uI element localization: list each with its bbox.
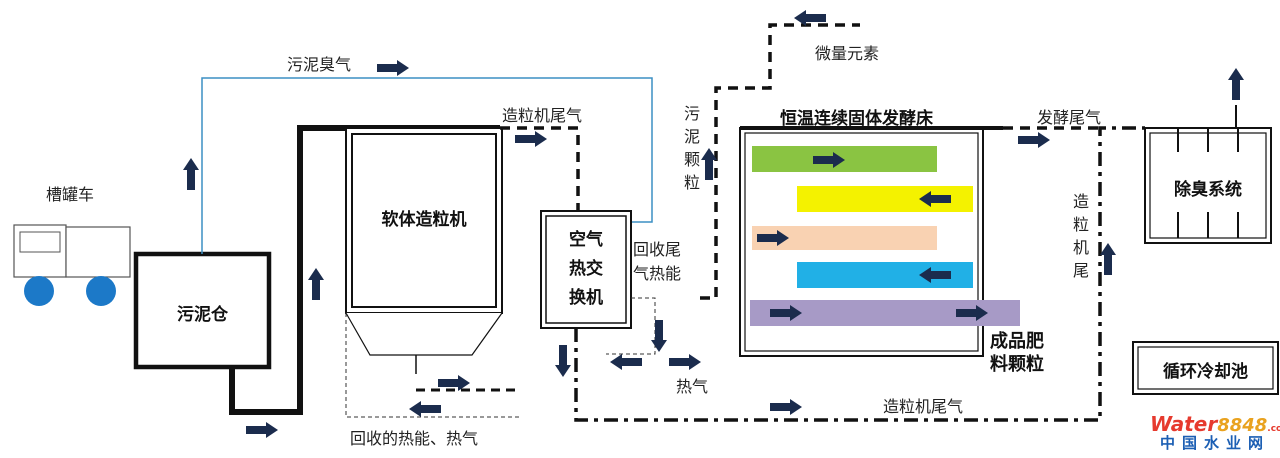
- label-recovered-heat: 回收的热能、热气: [350, 429, 479, 448]
- deodorization-system-box: [1144, 127, 1272, 244]
- arrow-left-recovery: [409, 401, 441, 417]
- micro-elements-dashed-line: [700, 23, 860, 300]
- label-fertilizer-line1: 成品肥: [990, 331, 1044, 352]
- arrow-down-hot: [651, 320, 667, 352]
- bar-green: [752, 146, 937, 172]
- soft-granulator-box: [345, 127, 503, 374]
- label-recover-line2: 气热能: [633, 264, 682, 283]
- sludge-bin-box: [133, 251, 272, 370]
- arrow-up-odor: [183, 158, 199, 190]
- watermark-number: 8848: [1217, 415, 1268, 436]
- label-air-heat-exchanger: 空气 热交 换机: [546, 226, 626, 313]
- label-sludge-bin: 污泥仓: [177, 305, 228, 325]
- label-fermentation-bed: 恒温连续固体发酵床: [780, 109, 933, 129]
- label-soft-granulator: 软体造粒机: [381, 210, 467, 230]
- arrow-right-hot: [669, 354, 701, 370]
- label-recover-exhaust-heat: 回收尾 气热能: [633, 238, 681, 286]
- label-granulator-tail-vertical: 造粒机尾: [1072, 192, 1089, 280]
- air-heat-exchanger-box: [540, 210, 632, 329]
- label-granulator-exhaust-bottom: 造粒机尾气: [883, 397, 964, 416]
- label-tanker-truck: 槽罐车: [46, 185, 95, 204]
- label-exchanger-line1: 空气: [569, 230, 603, 250]
- arrow-right-odor: [377, 60, 409, 76]
- label-circulating-cooling-pool: 循环冷却池: [1163, 362, 1248, 382]
- watermark-com: .com: [1267, 424, 1280, 434]
- watermark-site-name: 中国水业网: [1160, 434, 1271, 452]
- label-sludge-odor-gas: 污泥臭气: [287, 55, 352, 74]
- cooling-pool-box: [1132, 341, 1279, 395]
- label-finished-fertilizer: 成品肥 料颗粒: [990, 330, 1044, 376]
- arrow-down-exchanger: [555, 345, 571, 377]
- sludge-odor-gas-pipe: [201, 77, 653, 254]
- granulator-exhaust-dashed-line: [500, 126, 580, 211]
- label-deodorization-system: 除臭系统: [1174, 180, 1242, 200]
- arrow-right-ferm-exhaust: [1018, 132, 1050, 148]
- label-hot-air: 热气: [676, 377, 709, 396]
- label-fertilizer-line2: 料颗粒: [990, 354, 1044, 375]
- recovered-heat-dashed-line: [345, 313, 520, 418]
- tanker-truck-icon: [13, 224, 131, 306]
- arrow-left-hot: [610, 354, 642, 370]
- label-sludge-granules: 污泥颗粒: [683, 104, 700, 192]
- label-exchanger-line2: 热交: [569, 259, 603, 279]
- label-fermentation-exhaust: 发酵尾气: [1037, 108, 1102, 127]
- arrow-up-feed: [308, 268, 324, 300]
- granulator-exhaust-return-line: [574, 126, 1145, 422]
- label-micro-elements: 微量元素: [815, 44, 880, 63]
- label-exchanger-line3: 换机: [569, 288, 603, 308]
- arrow-right-exhaust: [515, 131, 547, 147]
- arrow-up-tail: [1100, 243, 1116, 275]
- label-granulator-exhaust-top: 造粒机尾气: [502, 106, 583, 125]
- arrow-up-deodor: [1228, 68, 1244, 100]
- watermark-logo: Water8848.com: [1150, 412, 1280, 436]
- label-recover-line1: 回收尾: [633, 240, 682, 259]
- arrow-right-feed: [246, 422, 278, 438]
- arrow-right-bottom: [770, 399, 802, 415]
- watermark-water: Water: [1150, 412, 1218, 436]
